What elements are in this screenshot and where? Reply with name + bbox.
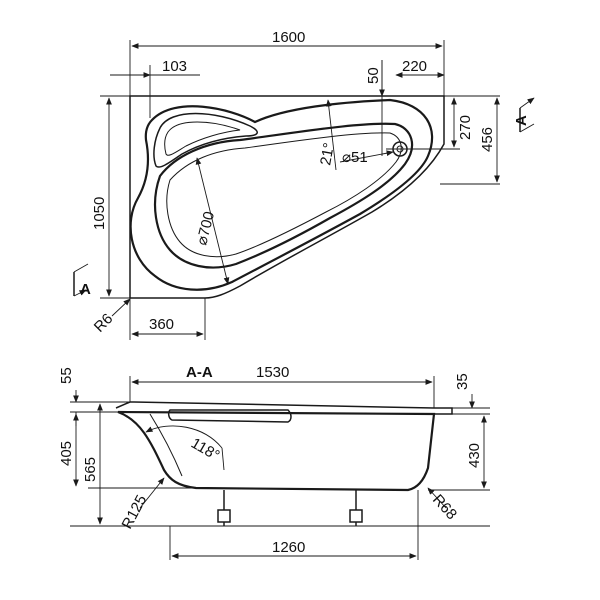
dim-1600: 1600 — [272, 29, 305, 46]
dim-456: 456 — [479, 127, 496, 152]
dim-35: 35 — [454, 373, 471, 390]
dim-103: 103 — [162, 58, 187, 75]
dim-1050: 1050 — [91, 197, 108, 230]
section-title: A-A — [186, 364, 213, 381]
tub-inner-contour-floor — [154, 122, 414, 269]
dim-1260: 1260 — [272, 539, 305, 556]
dim-51: ⌀51 — [342, 149, 368, 166]
dim-line-R68 — [427, 487, 447, 509]
dim-line-700 — [195, 157, 230, 285]
angle-arc-118 — [145, 425, 223, 449]
dim-430: 430 — [466, 443, 483, 468]
dim-700: ⌀700 — [193, 210, 218, 247]
dim-55: 55 — [58, 367, 75, 384]
dim-565: 565 — [82, 457, 99, 482]
dim-R68: R68 — [429, 491, 460, 523]
headrest-contour — [153, 112, 258, 168]
dim-50: 50 — [365, 67, 382, 84]
headrest-inner — [164, 121, 241, 156]
top-view: A A 1600 103 50 220 270 456 1050 360 R6 … — [73, 29, 535, 340]
dim-line-21 — [325, 99, 337, 171]
dim-line-51 — [339, 150, 394, 163]
dim-270: 270 — [457, 115, 474, 140]
leg-left — [217, 490, 231, 526]
dim-line-R125 — [139, 477, 165, 509]
section-letter-left: A — [80, 281, 91, 298]
section-letter-right: A — [513, 115, 530, 126]
tub-body-inner-line — [149, 413, 183, 477]
tub-body — [117, 410, 436, 492]
side-view: A-A 1530 55 405 565 35 430 1260 R125 R68… — [58, 364, 490, 560]
tub-floor-line — [166, 132, 402, 258]
tub-inner-contour-outer — [129, 98, 434, 291]
dim-21: 21° — [317, 141, 338, 166]
dim-118: 118° — [188, 435, 222, 465]
dim-line-R6 — [111, 298, 131, 317]
dim-R6: R6 — [91, 310, 117, 336]
tub-outer-outline — [129, 95, 445, 299]
section-mark-right: A — [513, 97, 535, 133]
leg-right — [349, 490, 363, 526]
dim-220: 220 — [402, 58, 427, 75]
dim-1530: 1530 — [256, 364, 289, 381]
section-mark-left: A — [73, 263, 91, 298]
dim-405: 405 — [58, 441, 75, 466]
dim-360: 360 — [149, 316, 174, 333]
